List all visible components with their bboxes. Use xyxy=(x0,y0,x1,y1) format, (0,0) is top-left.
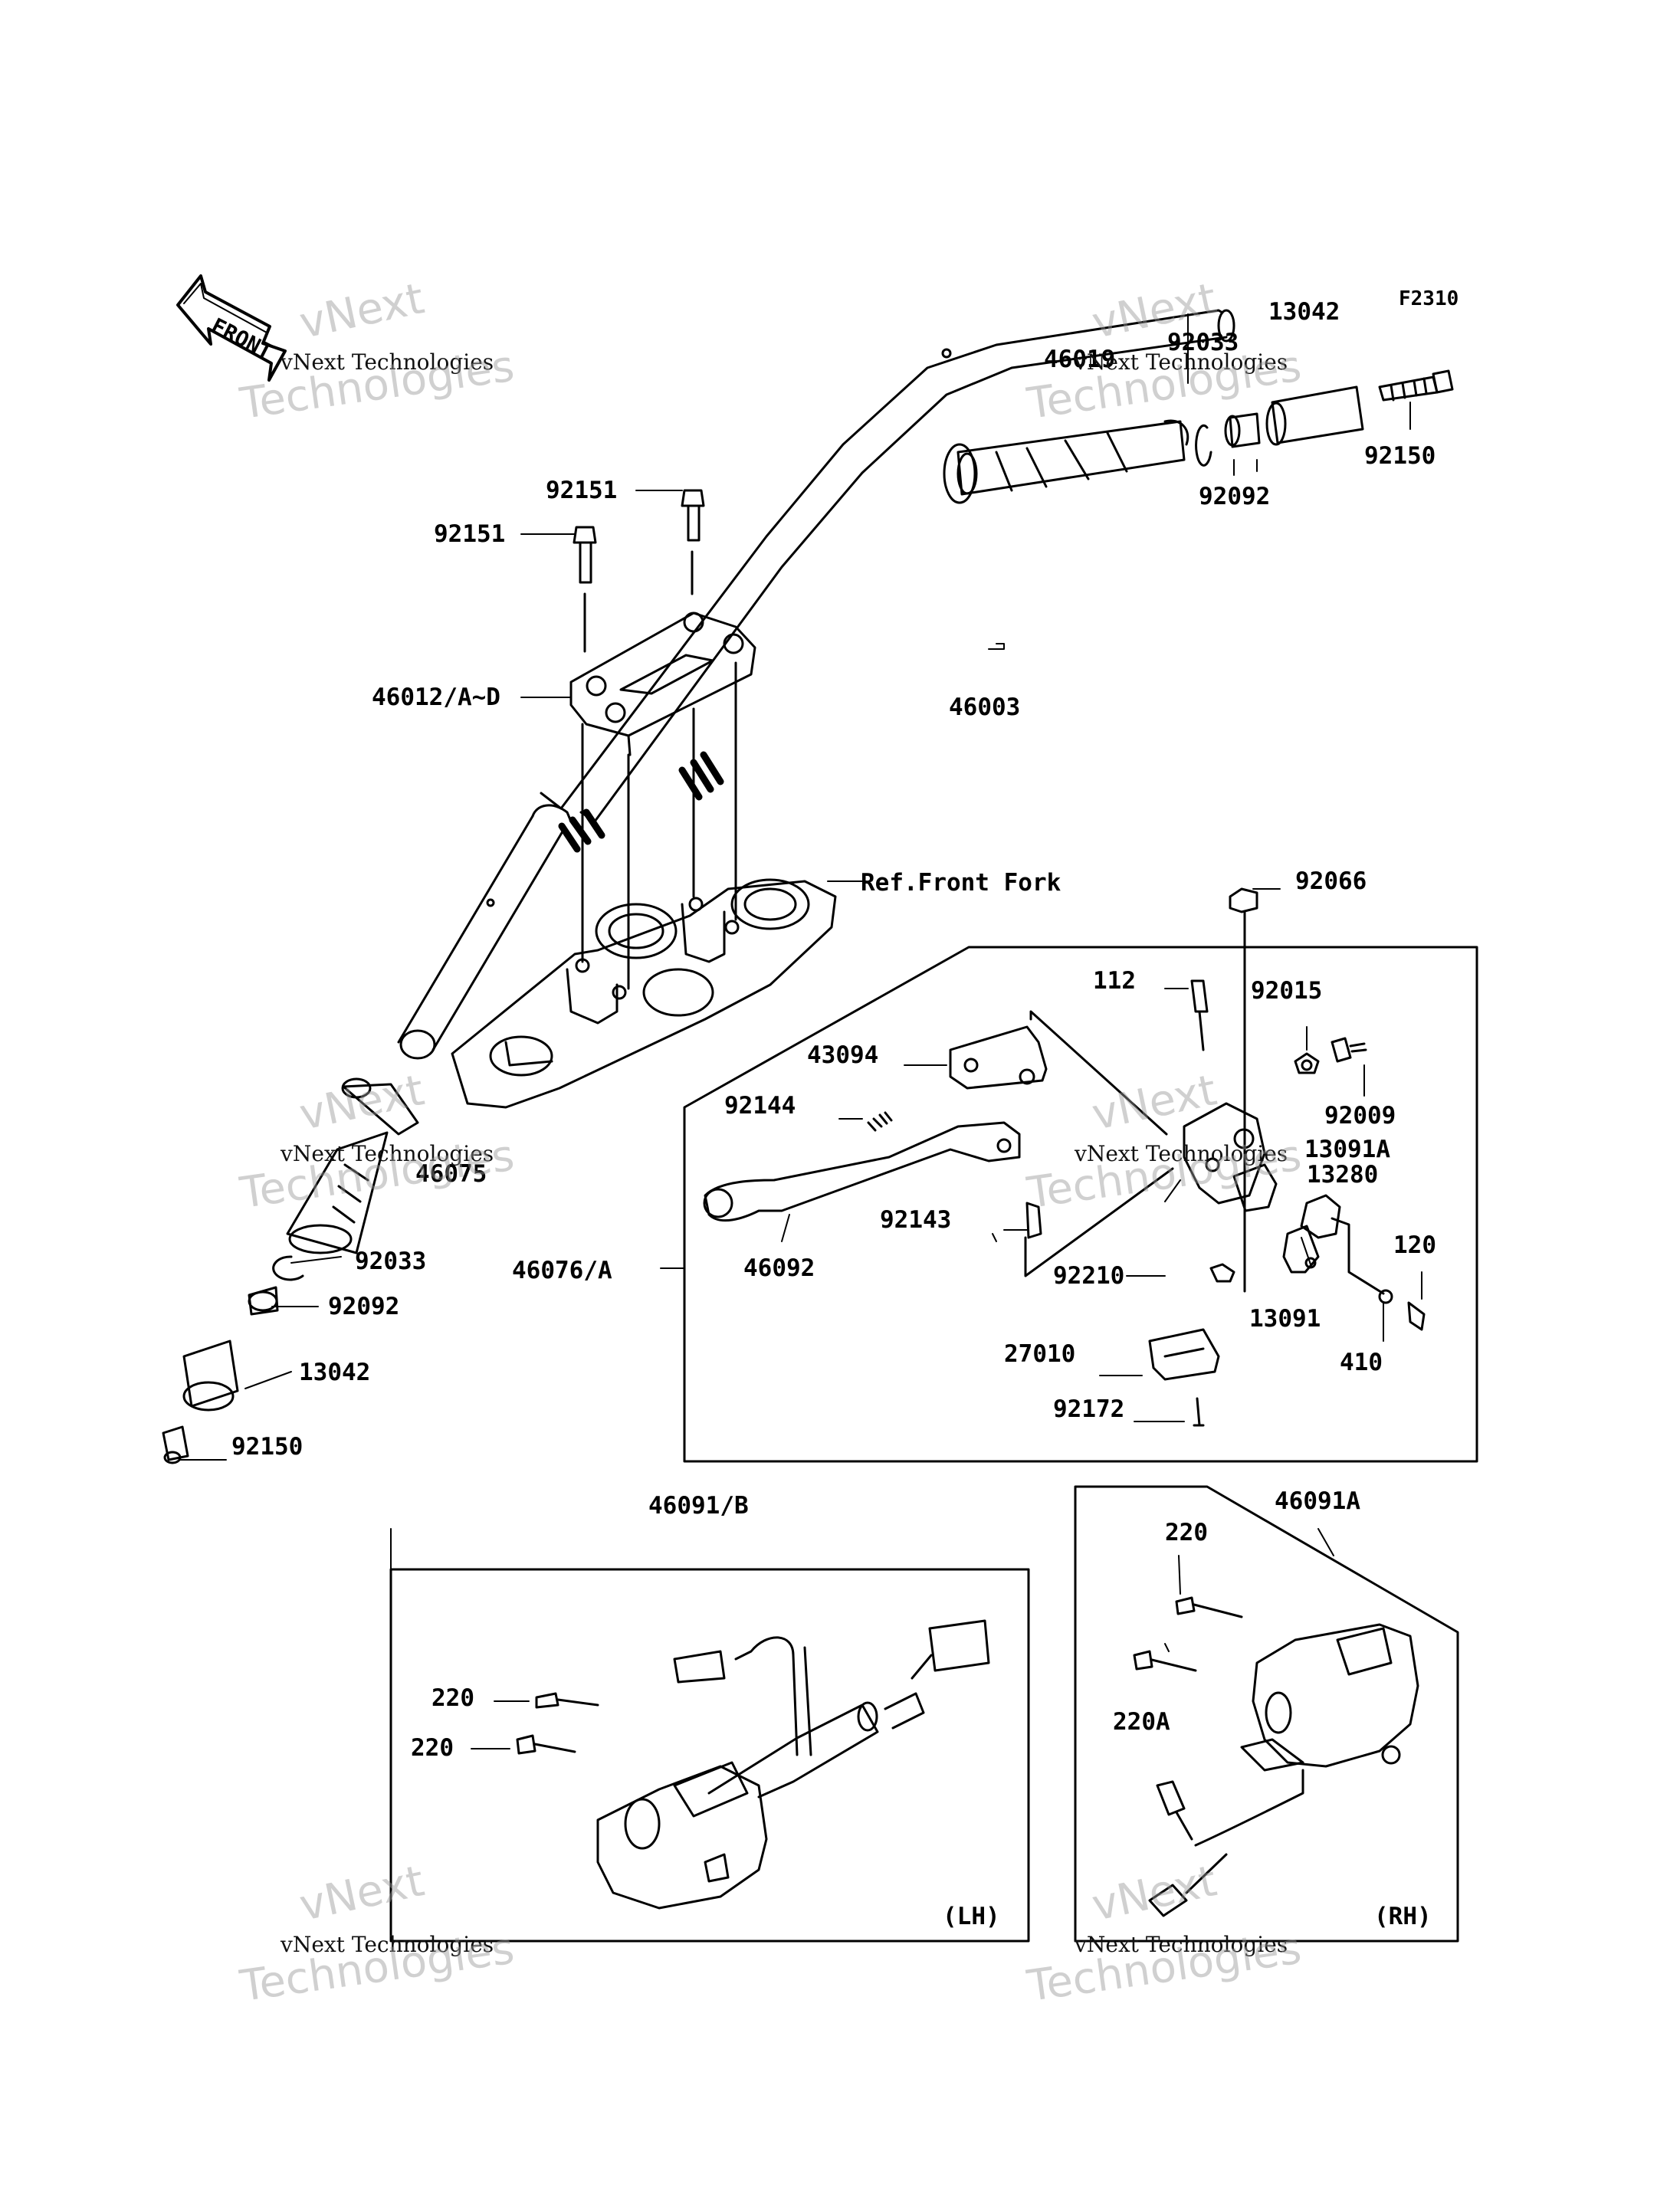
handlebar-tube xyxy=(397,309,1235,1060)
part-13042-top-label: 13042 xyxy=(1268,298,1340,326)
part-220A-label: 220A xyxy=(1113,1708,1170,1736)
lh-switch-assembly xyxy=(516,1619,990,1910)
part-220-lh-b-label: 220 xyxy=(411,1734,454,1762)
part-46019-label: 46019 xyxy=(1044,346,1116,373)
part-13091-label: 13091 xyxy=(1249,1305,1321,1333)
part-46076-label: 46076/A xyxy=(512,1257,612,1284)
ref-front-fork-label: Ref.Front Fork xyxy=(861,869,1061,897)
part-92066-label: 92066 xyxy=(1295,867,1367,895)
part-92143-label: 92143 xyxy=(880,1206,952,1234)
part-220-rh-label: 220 xyxy=(1165,1519,1208,1546)
part-46003-label: 46003 xyxy=(949,694,1021,721)
rh-side-label: (RH) xyxy=(1374,1903,1432,1930)
upper-clamp xyxy=(569,612,756,756)
part-43094-label: 43094 xyxy=(807,1041,879,1069)
part-92033-top-label: 92033 xyxy=(1167,329,1239,356)
part-13280-label: 13280 xyxy=(1307,1161,1379,1189)
part-220-lh-a-label: 220 xyxy=(431,1684,474,1712)
part-46091B-label: 46091/B xyxy=(648,1492,749,1520)
pin-lines xyxy=(1187,313,1411,476)
part-92172-label: 92172 xyxy=(1053,1395,1125,1423)
lh-side-label: (LH) xyxy=(943,1903,1000,1930)
part-92033-left-label: 92033 xyxy=(355,1248,427,1275)
left-grip-assembly xyxy=(162,1077,419,1464)
part-120-label: 120 xyxy=(1393,1231,1436,1259)
part-46092-label: 46092 xyxy=(743,1254,815,1282)
lh-switch-box xyxy=(389,1568,1030,1943)
rh-switch-assembly xyxy=(1133,1596,1419,1917)
leader-lines xyxy=(179,490,1422,1749)
part-13091A-label: 13091A xyxy=(1304,1136,1390,1163)
part-92151-a-label: 92151 xyxy=(546,477,618,504)
part-92150-top-label: 92150 xyxy=(1364,442,1436,470)
part-13042-left-label: 13042 xyxy=(299,1359,371,1386)
lever-box-frame xyxy=(683,946,1478,1463)
lever-assembly xyxy=(703,887,1426,1427)
part-92009-label: 92009 xyxy=(1324,1102,1396,1130)
part-92092-left-label: 92092 xyxy=(328,1293,400,1320)
rh-switch-box xyxy=(1074,1485,1459,1943)
part-92144-label: 92144 xyxy=(724,1092,796,1120)
figure-code: F2310 xyxy=(1399,287,1459,310)
part-92092-top-label: 92092 xyxy=(1199,483,1271,510)
right-grip-assembly xyxy=(943,369,1454,504)
part-92210-label: 92210 xyxy=(1053,1262,1125,1290)
part-92015-label: 92015 xyxy=(1251,977,1323,1005)
part-46012-label: 46012/A~D xyxy=(372,684,500,711)
part-92150-left-label: 92150 xyxy=(231,1433,304,1461)
part-46075-label: 46075 xyxy=(415,1160,487,1188)
triple-clamp xyxy=(451,661,837,1109)
bolt-92151-pair xyxy=(573,489,705,653)
part-92151-b-label: 92151 xyxy=(434,520,506,548)
part-46091A-label: 46091A xyxy=(1275,1487,1360,1515)
part-410-label: 410 xyxy=(1340,1349,1383,1376)
front-arrow xyxy=(176,274,287,382)
part-112-label: 112 xyxy=(1093,967,1136,995)
part-27010-label: 27010 xyxy=(1004,1340,1076,1368)
